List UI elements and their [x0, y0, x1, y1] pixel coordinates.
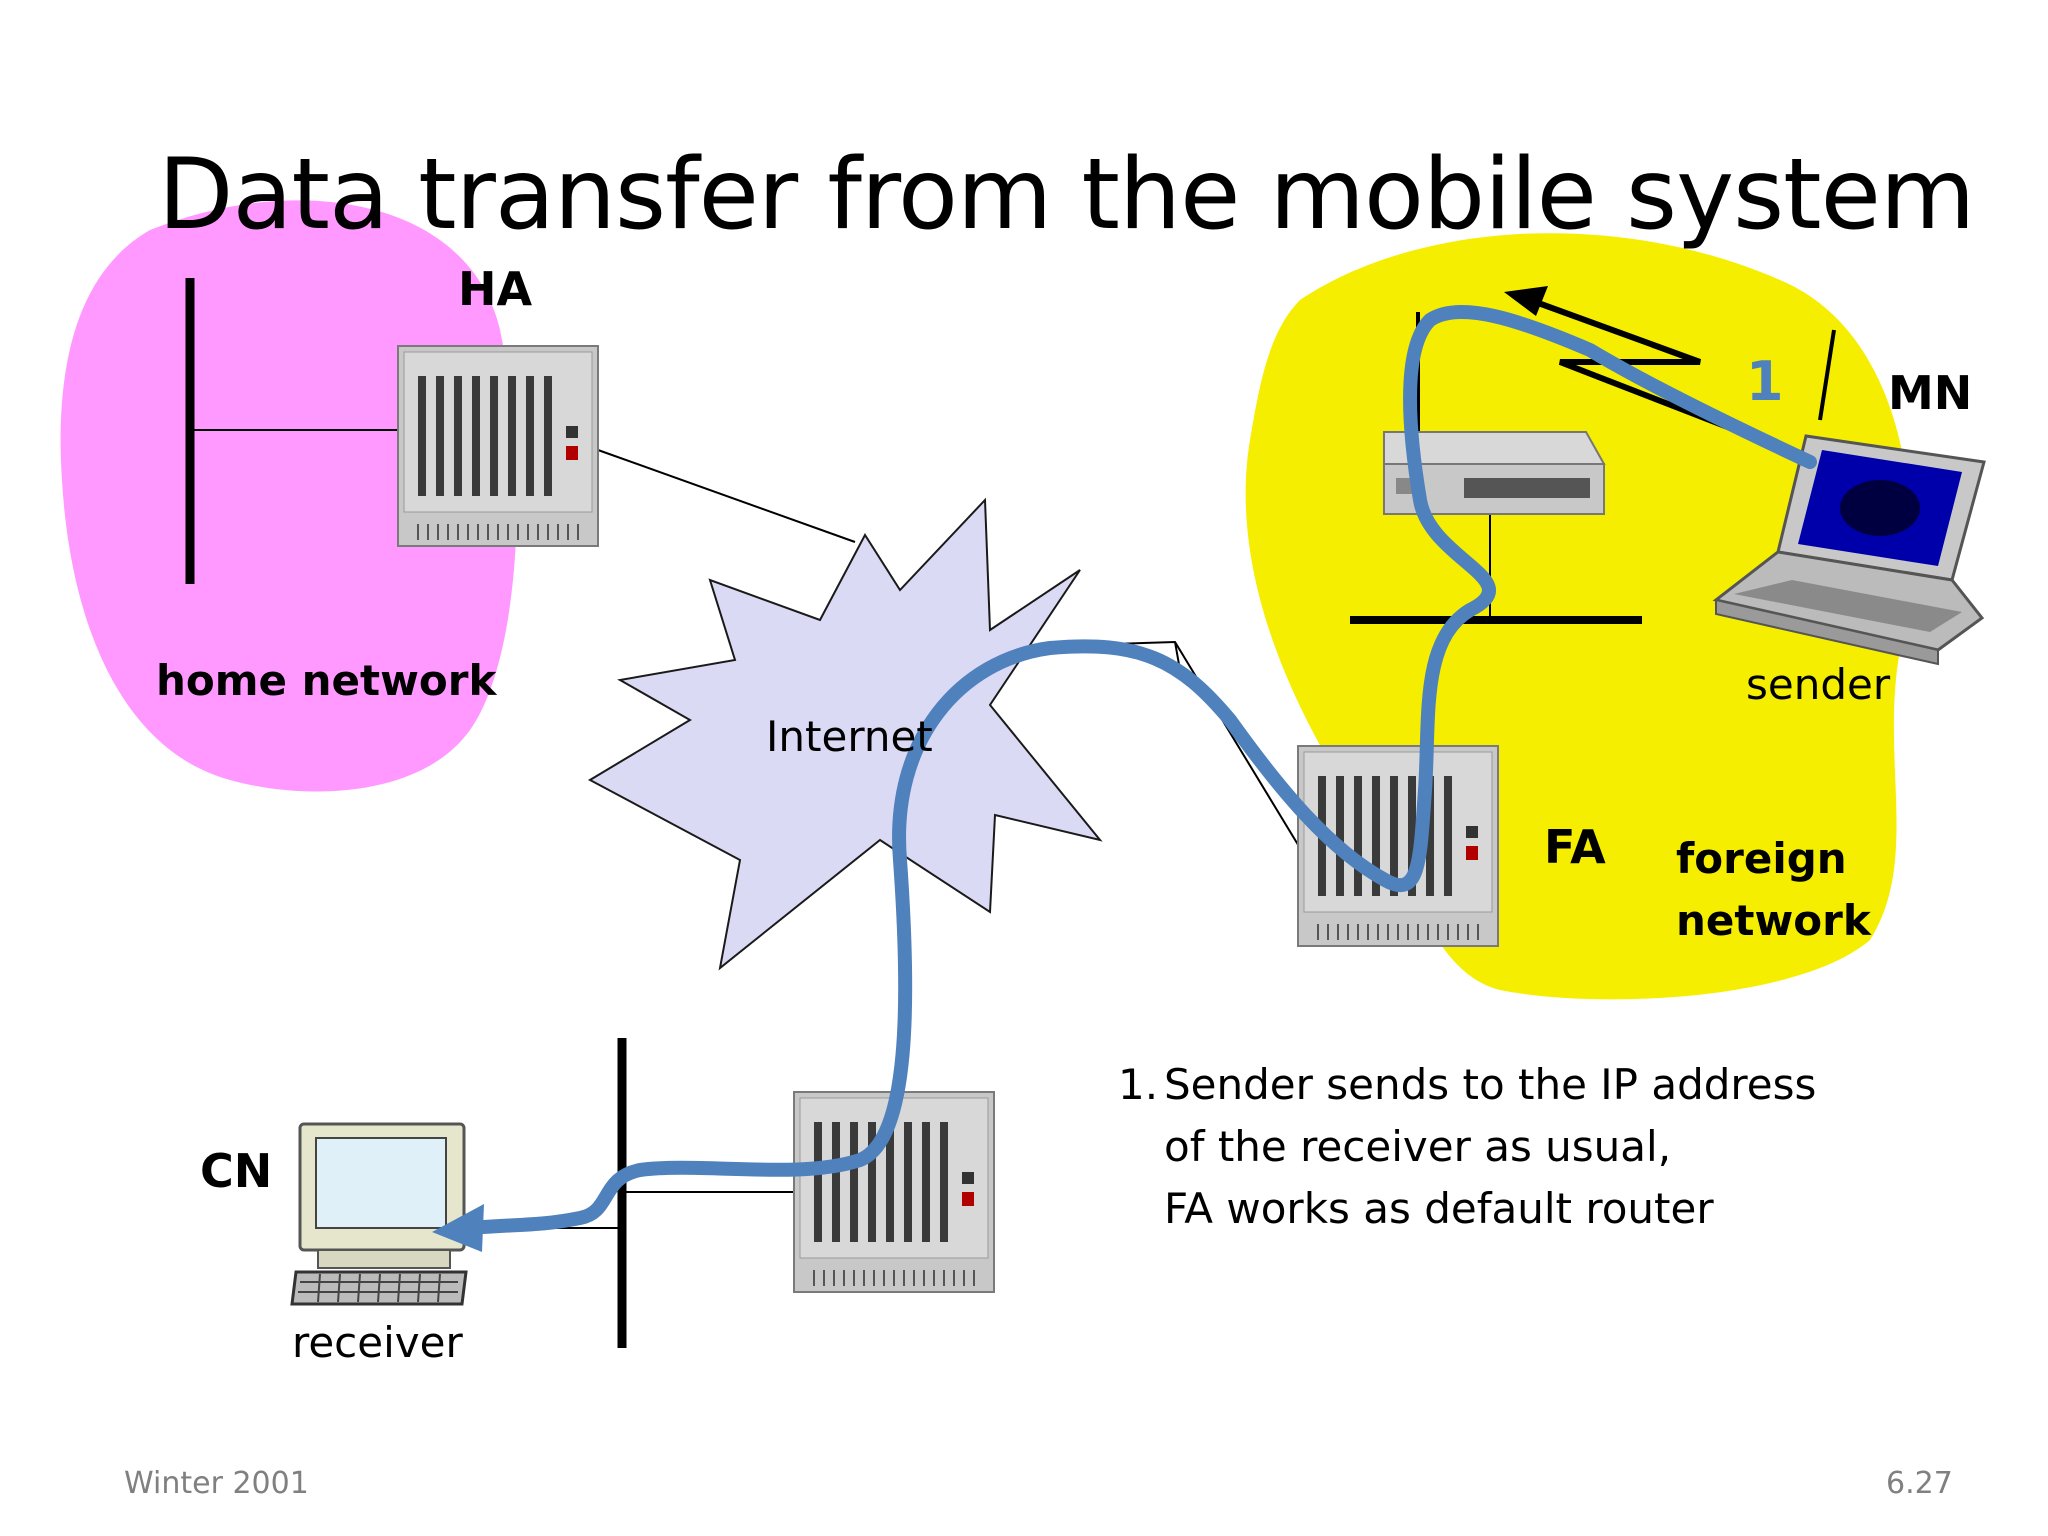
label-foreign-network: foreign network: [1676, 828, 1871, 952]
laptop-antenna: [1818, 329, 1836, 421]
label-mn: MN: [1888, 366, 1973, 420]
label-foreign-network-line1: foreign: [1676, 834, 1847, 883]
step-line: FA works as default router: [1164, 1184, 1714, 1233]
label-home-network: home network: [156, 656, 497, 705]
label-fa: FA: [1544, 820, 1606, 874]
label-cn: CN: [200, 1144, 273, 1198]
step-item: 1. Sender sends to the IP address of the…: [1118, 1054, 1816, 1240]
label-sender: sender: [1746, 660, 1891, 709]
data-path: [463, 304, 1817, 1235]
label-foreign-network-line2: network: [1676, 896, 1871, 945]
correspondent-node-computer: [290, 1122, 468, 1306]
internet-cloud: [587, 497, 1103, 971]
step-line: of the receiver as usual,: [1164, 1122, 1672, 1171]
footer-page-number: 6.27: [1886, 1466, 1953, 1501]
step-number: 1.: [1118, 1060, 1159, 1109]
label-receiver: receiver: [292, 1318, 463, 1367]
slide-title: Data transfer from the mobile system: [158, 138, 1975, 252]
footer-date: Winter 2001: [124, 1466, 309, 1501]
label-internet: Internet: [766, 712, 933, 761]
label-ha: HA: [458, 262, 533, 316]
wireless-arrow-head: [1504, 286, 1548, 316]
home-agent-router: [397, 345, 599, 547]
mobile-node-laptop: [1712, 434, 1986, 666]
ha-internet-link: [597, 449, 856, 543]
step-list: 1. Sender sends to the IP address of the…: [1118, 1054, 1816, 1240]
step-line: Sender sends to the IP address: [1164, 1060, 1817, 1109]
step-marker: 1: [1746, 350, 1784, 413]
data-path-arrowhead: [432, 1204, 484, 1252]
wireless-link-arrow: [1528, 297, 1732, 431]
